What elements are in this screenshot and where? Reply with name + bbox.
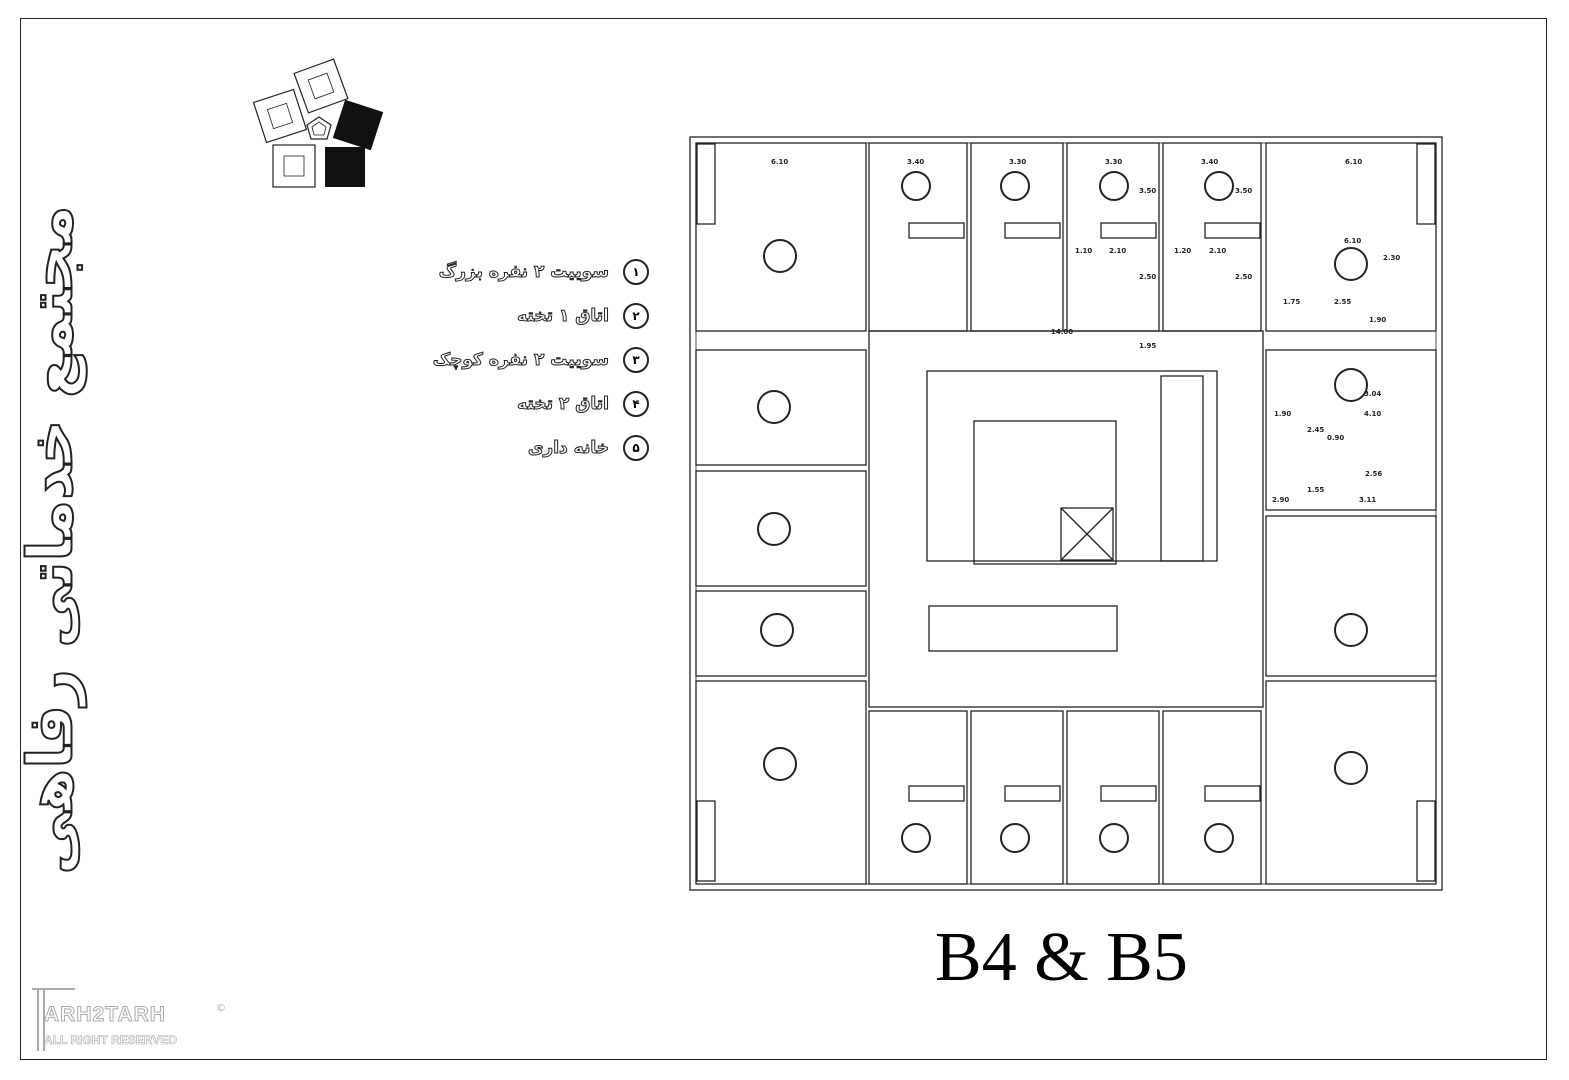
dim-label: 2.55 xyxy=(1334,298,1351,306)
room-badge xyxy=(757,512,791,546)
dim-label: 3.30 xyxy=(1105,158,1122,166)
key-plan xyxy=(252,58,384,188)
dim-label: 2.45 xyxy=(1307,426,1324,434)
dim-label: 1.90 xyxy=(1274,410,1291,418)
legend-item: اتاق ١ تخته ٢ xyxy=(329,294,649,338)
dim-label: 1.90 xyxy=(1369,316,1386,324)
floor-plan: 6.10 3.40 3.30 3.30 3.40 6.10 3.50 3.50 … xyxy=(689,136,1443,891)
project-title: مجتمع خدماتی رفاهی xyxy=(13,205,88,876)
legend-label: سوییت ٢ نفره کوچک xyxy=(432,350,609,371)
dim-label: 6.10 xyxy=(1344,237,1361,245)
dim-label: 14.00 xyxy=(1051,328,1073,336)
logo-mark xyxy=(32,988,75,1051)
plan-title: B4 & B5 xyxy=(935,919,1188,996)
dim-label: 1.75 xyxy=(1283,298,1300,306)
dim-label: 2.50 xyxy=(1139,273,1156,281)
dim-label: 6.10 xyxy=(1345,158,1362,166)
legend-badge: ۴ xyxy=(623,391,649,417)
legend-label: سوییت ٢ نفره بزرگ xyxy=(438,262,609,283)
room-badge xyxy=(1334,613,1368,647)
legend-badge: ٢ xyxy=(623,303,649,329)
legend-item: سوییت ٢ نفره کوچک ٣ xyxy=(329,338,649,382)
dim-label: 4.10 xyxy=(1364,410,1381,418)
dim-label: 1.95 xyxy=(1139,342,1156,350)
dim-label: 3.50 xyxy=(1139,187,1156,195)
room-badge xyxy=(1334,368,1368,402)
room-badge xyxy=(1099,823,1129,853)
dim-label: 1.20 xyxy=(1174,247,1191,255)
room-badge xyxy=(1204,823,1234,853)
dim-label: 1.10 xyxy=(1075,247,1092,255)
sheet-border xyxy=(20,18,1547,1060)
room-badge xyxy=(757,390,791,424)
dim-label: 3.04 xyxy=(1364,390,1381,398)
copyright-mark: © xyxy=(216,1003,226,1014)
room-badge xyxy=(760,613,794,647)
dim-label: 3.40 xyxy=(907,158,924,166)
outer-wall xyxy=(689,136,1443,891)
legend-badge: ٣ xyxy=(623,347,649,373)
dim-label: 0.90 xyxy=(1327,434,1344,442)
dim-label: 2.90 xyxy=(1272,496,1289,504)
room-badge xyxy=(1204,171,1234,201)
room-badge xyxy=(1099,171,1129,201)
lift-shaft xyxy=(1060,507,1114,561)
legend-badge: ١ xyxy=(623,259,649,285)
dim-label: 3.50 xyxy=(1235,187,1252,195)
room-badge xyxy=(1000,823,1030,853)
dim-label: 1.55 xyxy=(1307,486,1324,494)
dim-label: 2.10 xyxy=(1109,247,1126,255)
dim-label: 6.10 xyxy=(771,158,788,166)
dim-label: 3.40 xyxy=(1201,158,1218,166)
room-badge xyxy=(763,239,797,273)
dim-label: 2.10 xyxy=(1209,247,1226,255)
legend-item: اتاق ٢ تخته ۴ xyxy=(329,382,649,426)
room-badge xyxy=(1334,751,1368,785)
legend-label: اتاق ٢ تخته xyxy=(517,394,610,415)
dim-label: 3.11 xyxy=(1359,496,1376,504)
room-badge xyxy=(901,823,931,853)
logo-tagline: ALL RIGHT RESERVED xyxy=(44,1033,178,1048)
legend: سوییت ٢ نفره بزرگ ١ اتاق ١ تخته ٢ سوییت … xyxy=(329,250,649,470)
legend-item: سوییت ٢ نفره بزرگ ١ xyxy=(329,250,649,294)
core-hall xyxy=(868,330,1264,708)
dim-label: 2.50 xyxy=(1235,273,1252,281)
room-badge xyxy=(1334,247,1368,281)
dim-label: 3.30 xyxy=(1009,158,1026,166)
room-badge xyxy=(763,747,797,781)
logo-brand: ARH2TARH xyxy=(44,1003,166,1027)
legend-item: خانه داری ۵ xyxy=(329,426,649,470)
dim-label: 2.30 xyxy=(1383,254,1400,262)
legend-badge: ۵ xyxy=(623,435,649,461)
legend-label: خانه داری xyxy=(527,438,609,459)
room-badge xyxy=(901,171,931,201)
dim-label: 2.56 xyxy=(1365,470,1382,478)
legend-label: اتاق ١ تخته xyxy=(517,306,610,327)
room-badge xyxy=(1000,171,1030,201)
